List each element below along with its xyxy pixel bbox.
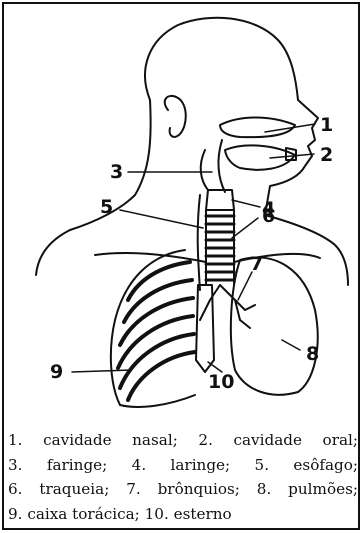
legend-line: 6. traqueia; 7. brônquios; 8. pulmões; bbox=[8, 477, 358, 502]
legend-line: 9. caixa torácica; 10. esterno bbox=[8, 502, 358, 527]
label-10: 10 bbox=[208, 371, 234, 393]
nasal-cavity bbox=[220, 118, 295, 138]
trachea-rings bbox=[206, 216, 234, 280]
label-1: 1 bbox=[320, 114, 333, 136]
esophagus bbox=[198, 195, 200, 290]
bronchi bbox=[200, 285, 255, 328]
legend-line: 3. faringe; 4. laringe; 5. esôfago; bbox=[8, 453, 358, 478]
pharynx bbox=[201, 140, 225, 192]
label-5: 5 bbox=[100, 196, 113, 218]
label-8: 8 bbox=[306, 343, 319, 365]
legend-line: 1. cavidade nasal; 2. cavidade oral; bbox=[8, 428, 358, 453]
ribs bbox=[118, 262, 195, 400]
lung-right bbox=[231, 257, 318, 394]
label-9: 9 bbox=[50, 361, 63, 383]
anatomy-illustration: 1 2 3 4 5 6 7 8 9 10 bbox=[0, 0, 363, 425]
oral-cavity bbox=[225, 145, 295, 169]
larynx bbox=[206, 190, 234, 210]
label-7: 7 bbox=[250, 253, 263, 275]
ear-outline bbox=[165, 96, 186, 137]
head-outline bbox=[145, 18, 318, 215]
legend: 1. cavidade nasal; 2. cavidade oral; 3. … bbox=[8, 428, 358, 526]
label-2: 2 bbox=[320, 144, 333, 166]
label-3: 3 bbox=[110, 161, 123, 183]
label-6: 6 bbox=[262, 205, 275, 227]
